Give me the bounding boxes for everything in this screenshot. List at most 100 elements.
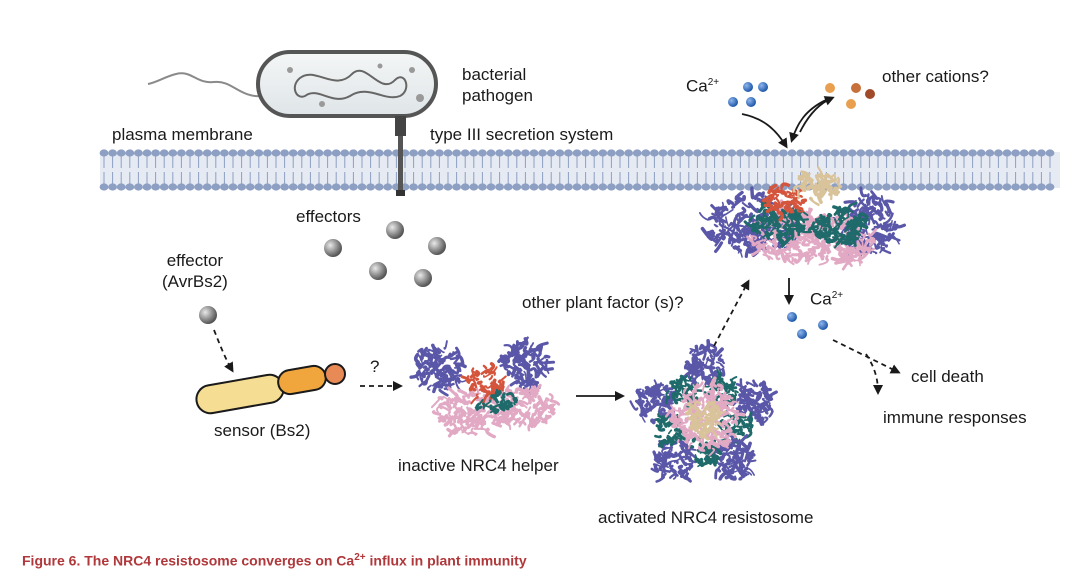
protein-strand [738,474,746,481]
protein-strand [817,213,824,226]
lipid-head [856,149,866,157]
protein-strand [482,364,488,370]
protein-strand [826,212,833,222]
protein-strand [834,240,841,249]
lipid-head [830,149,840,157]
calcium-top-label: Ca2+ [686,72,719,97]
protein-strand [717,358,724,362]
protein-strand [771,213,777,217]
protein-strand [462,395,469,406]
protein-strand [714,205,728,215]
protein-strand [528,353,536,363]
effector-ball [369,262,387,280]
protein-strand [677,464,684,470]
lipid-head [873,183,883,191]
protein-strand [715,229,724,237]
lipid-head [134,183,143,191]
protein-strand [660,440,665,449]
protein-strand [531,346,542,353]
protein-strand [688,370,694,374]
protein-strand [709,354,715,362]
protein-strand [513,399,519,406]
calcium-ion [728,97,738,107]
lipid-head [357,149,367,157]
protein-strand [755,390,763,402]
protein-strand [725,216,730,228]
protein-strand [677,413,688,418]
type3-secretion-label: type III secretion system [430,125,614,144]
cation [825,83,835,93]
protein-strand [720,439,730,447]
lipid-head [512,149,522,157]
protein-strand [878,200,883,206]
protein-strand [672,407,683,413]
protein-strand [865,246,876,252]
lipid-head [727,149,737,157]
protein-strand [717,387,720,391]
lipid-head [581,149,590,157]
protein-strand [687,402,697,408]
protein-strand [661,446,668,455]
lipid-head [134,149,143,157]
protein-strand [729,474,737,481]
protein-strand [663,440,669,445]
protein-strand [759,416,765,426]
lipid-head [684,149,694,157]
lipid-head [280,183,289,191]
calcium-ion [758,82,768,92]
protein-strand [417,347,424,354]
lipid-head [529,149,539,157]
protein-strand [747,249,754,254]
protein-strand [460,416,470,424]
protein-strand [714,410,722,420]
protein-strand [820,249,826,261]
effector-ball [428,237,446,255]
protein-strand [680,407,691,415]
protein-strand [735,404,742,412]
protein-strand [514,387,525,394]
protein-strand [453,374,463,378]
protein-strand [675,392,679,399]
lipid-head [684,183,694,191]
protein-strand [635,391,647,400]
protein-strand [869,236,876,246]
effector-balls [199,221,446,324]
lipid-head [736,149,745,157]
protein-strand [816,241,830,249]
protein-strand [834,218,843,226]
protein-strand [746,235,757,246]
protein-strand [785,219,797,228]
protein-strand [704,415,711,422]
protein-strand [692,414,698,424]
protein-strand [846,231,853,240]
protein-strand [808,196,820,206]
protein-strand [651,386,656,390]
lipid-head [280,149,289,157]
protein-strand [682,393,693,404]
protein-strand [866,193,870,204]
lipid-head [882,149,891,157]
effector-to-sensor-arrow [213,329,234,373]
lipid-head [839,149,848,157]
lipid-head [495,183,504,191]
protein-strand [652,450,657,457]
protein-strand [514,373,520,380]
lipid-head [658,149,668,157]
lipid-head [306,183,315,191]
protein-strand [709,397,713,402]
protein-strand [803,185,807,193]
lipid-head [736,183,745,191]
flagellum [147,72,263,98]
protein-strand [830,256,844,264]
bacterial-granule [287,67,293,73]
protein-strand [807,226,817,233]
lipid-head [116,183,126,191]
protein-strand [721,210,724,218]
lipid-head [581,183,590,191]
protein-strand [692,423,699,429]
protein-strand [524,393,536,403]
lipid-head [245,183,255,191]
lipid-head [564,183,573,191]
lipid-head [469,183,479,191]
protein-strand [863,239,869,249]
